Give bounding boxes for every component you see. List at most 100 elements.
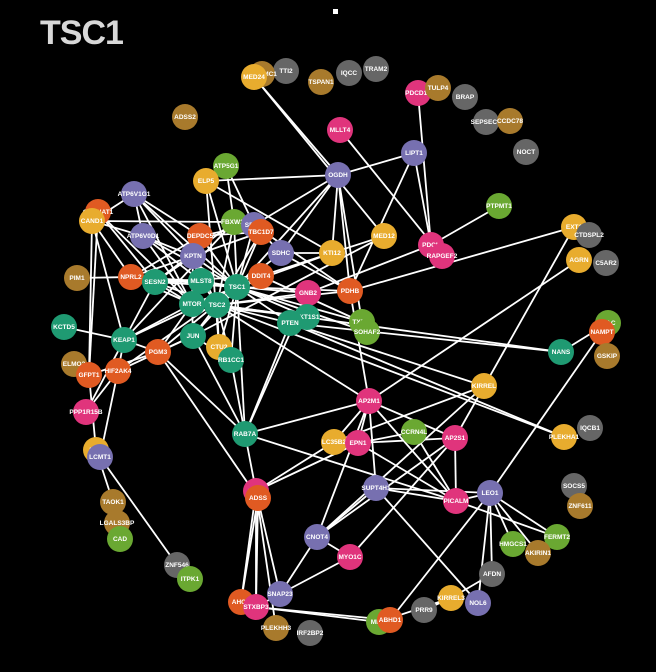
node-ctdspl2[interactable]: CTDSPL2 [574,222,604,248]
node-circle[interactable] [486,193,512,219]
node-keap1[interactable]: KEAP1 [111,327,137,353]
node-ccrn4l[interactable]: CCRN4L [401,419,427,445]
node-snap23[interactable]: SNAP23 [267,581,293,607]
node-ppp1r15b[interactable]: PPP1R15B [69,399,103,425]
node-abhd1[interactable]: ABHD1 [377,607,403,633]
node-circle[interactable] [405,80,431,106]
node-circle[interactable] [513,139,539,165]
node-cad[interactable]: CAD [107,526,133,552]
node-kirrel[interactable]: KIRREL [471,373,497,399]
node-circle[interactable] [248,263,274,289]
node-circle[interactable] [248,219,274,245]
node-circle[interactable] [429,243,455,269]
node-circle[interactable] [576,222,602,248]
node-lcmt1[interactable]: LCMT1 [87,444,113,470]
node-nampt[interactable]: NAMPT [589,319,615,345]
node-circle[interactable] [377,607,403,633]
node-circle[interactable] [79,208,105,234]
node-circle[interactable] [268,240,294,266]
node-afdn[interactable]: AFDN [479,561,505,587]
node-circle[interactable] [308,69,334,95]
node-med12[interactable]: MED12 [371,223,397,249]
node-circle[interactable] [295,280,321,306]
node-circle[interactable] [267,581,293,607]
node-socs5[interactable]: SOCS5 [561,473,587,499]
node-circle[interactable] [401,140,427,166]
node-elp5[interactable]: ELP5 [193,168,219,194]
node-circle[interactable] [438,585,464,611]
node-atp6v0d1[interactable]: ATP6V0D1 [127,223,160,249]
node-circle[interactable] [241,64,267,90]
node-circle[interactable] [118,264,144,290]
node-tulp4[interactable]: TULP4 [425,75,451,101]
node-epn1[interactable]: EPN1 [345,430,371,456]
node-circle[interactable] [87,444,113,470]
node-gskip[interactable]: GSKIP [594,343,620,369]
node-gnb2[interactable]: GNB2 [295,280,321,306]
node-circle[interactable] [121,181,147,207]
node-circle[interactable] [179,291,205,317]
node-circle[interactable] [107,526,133,552]
node-circle[interactable] [345,430,371,456]
node-circle[interactable] [544,524,570,550]
node-tsc2[interactable]: TSC2 [204,292,230,318]
node-kti12[interactable]: KTI12 [319,240,345,266]
node-pgm3[interactable]: PGM3 [145,339,171,365]
node-sohaf2[interactable]: SOHAF2 [354,319,381,345]
node-circle[interactable] [337,278,363,304]
node-irf2bp2[interactable]: IRF2BP2 [297,620,324,646]
node-circle[interactable] [105,358,131,384]
node-pten[interactable]: PTEN [277,310,303,336]
node-circle[interactable] [577,415,603,441]
node-circle[interactable] [76,362,102,388]
node-circle[interactable] [327,117,353,143]
node-agrn[interactable]: AGRN [566,247,592,273]
node-circle[interactable] [319,240,345,266]
node-circle[interactable] [321,429,347,455]
node-tsc1[interactable]: TSC1 [224,274,250,300]
node-nol6[interactable]: NOL6 [465,590,491,616]
node-circle[interactable] [589,319,615,345]
node-circle[interactable] [371,223,397,249]
node-ogdh[interactable]: OGDH [325,162,351,188]
node-circle[interactable] [548,339,574,365]
node-circle[interactable] [180,243,206,269]
node-iqcc[interactable]: IQCC [336,60,362,86]
node-supt4h1[interactable]: SUPT4H1 [361,475,391,501]
node-circle[interactable] [525,540,551,566]
node-adss[interactable]: ADSS [245,485,271,511]
node-jun[interactable]: JUN [180,323,206,349]
node-prr9[interactable]: PRR9 [411,597,437,623]
node-hif2ak4[interactable]: HIF2AK4 [104,358,132,384]
node-cand1[interactable]: CAND1 [79,208,105,234]
node-circle[interactable] [145,339,171,365]
node-circle[interactable] [363,56,389,82]
node-ccdc78[interactable]: CCDC78 [497,108,523,134]
node-circle[interactable] [243,594,269,620]
node-circle[interactable] [452,84,478,110]
node-ap2s1[interactable]: AP2S1 [442,425,468,451]
node-fbxw11[interactable]: FBXW11 [221,209,247,235]
node-circle[interactable] [213,153,239,179]
node-sepsecs[interactable]: SEPSECS [471,109,502,135]
node-circle[interactable] [465,590,491,616]
node-adss2[interactable]: ADSS2 [172,104,198,130]
node-tbc1d7[interactable]: TBC1D7 [248,219,274,245]
node-circle[interactable] [497,108,523,134]
node-fermt2[interactable]: FERMT2 [544,524,570,550]
node-circle[interactable] [277,310,303,336]
node-ddit4[interactable]: DDIT4 [248,263,274,289]
node-sesn2[interactable]: SESN2 [142,269,168,295]
node-circle[interactable] [142,269,168,295]
node-circle[interactable] [232,421,258,447]
node-circle[interactable] [337,544,363,570]
node-atp5g1[interactable]: ATP5G1 [213,153,239,179]
node-myo1c[interactable]: MYO1C [337,544,363,570]
node-circle[interactable] [224,274,250,300]
node-circle[interactable] [471,373,497,399]
node-circle[interactable] [111,327,137,353]
node-stxbp3[interactable]: STXBP3 [243,594,269,620]
node-circle[interactable] [566,247,592,273]
node-gfpt1[interactable]: GFPT1 [76,362,102,388]
